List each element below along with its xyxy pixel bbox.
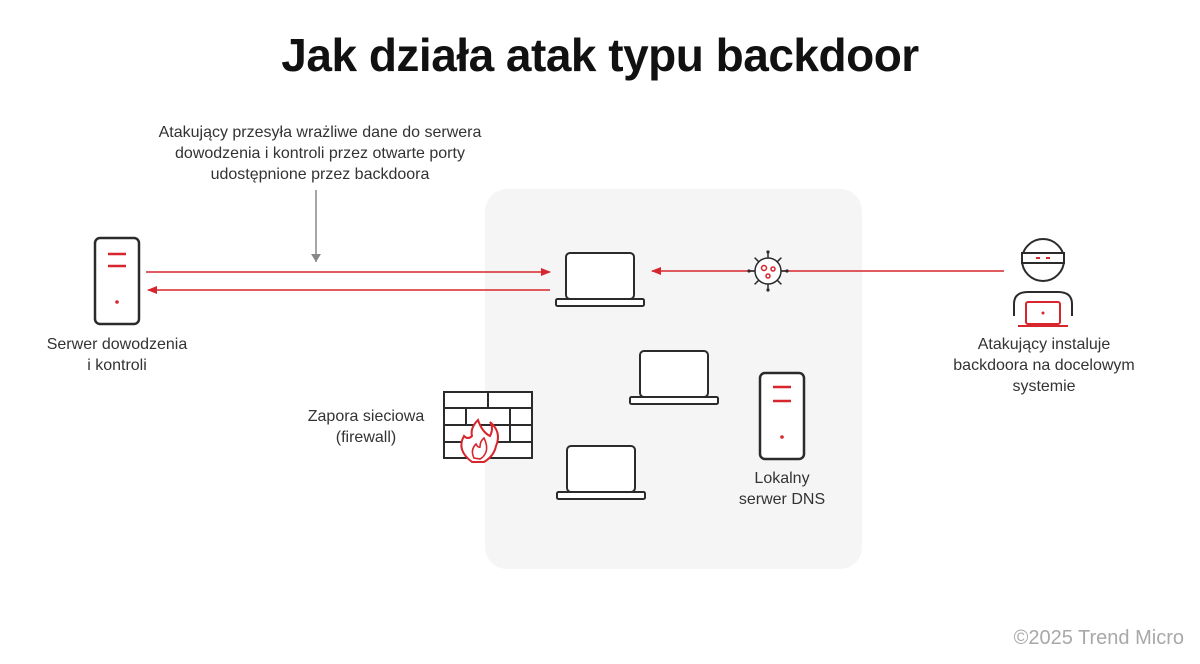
attacker-label-line: backdoora na docelowym <box>953 357 1135 374</box>
firewall-label-line: Zapora sieciowa <box>307 408 425 425</box>
server-icon <box>758 371 806 461</box>
exfiltration-note: Atakujący przesyła wrażliwe dane do serw… <box>110 122 530 185</box>
c2-server-label: Serwer dowodzenia i kontroli <box>20 334 214 376</box>
copyright-notice: ©2025 Trend Micro <box>1013 627 1184 649</box>
page-title: Jak działa atak typu backdoor <box>281 29 919 81</box>
firewall-label: Zapora sieciowa (firewall) <box>290 406 442 448</box>
firewall-icon <box>443 391 533 463</box>
firewall-label-line: (firewall) <box>335 429 397 446</box>
exfiltration-note-line: udostępnione przez backdoora <box>210 166 430 183</box>
laptop-icon <box>629 350 719 405</box>
exfiltration-note-line: dowodzenia i kontroli przez otwarte port… <box>175 145 465 162</box>
target-laptop-icon <box>555 252 645 307</box>
c2-server-label-line: i kontroli <box>87 357 147 374</box>
dns-server-label-line: Lokalny <box>754 470 810 487</box>
virus-icon <box>747 250 789 292</box>
hacker-icon <box>1013 238 1073 327</box>
dns-server-label-line: serwer DNS <box>738 491 826 508</box>
attacker-label-line: Atakujący instaluje <box>977 336 1111 353</box>
attacker-label-line: systemie <box>1012 378 1076 395</box>
exfiltration-note-line: Atakujący przesyła wrażliwe dane do serw… <box>158 124 482 141</box>
attacker-label: Atakujący instaluje backdoora na docelow… <box>924 334 1164 397</box>
laptop-icon <box>556 445 646 500</box>
dns-server-label: Lokalny serwer DNS <box>722 468 842 510</box>
c2-server-label-line: Serwer dowodzenia <box>46 336 188 353</box>
server-icon <box>93 236 141 326</box>
